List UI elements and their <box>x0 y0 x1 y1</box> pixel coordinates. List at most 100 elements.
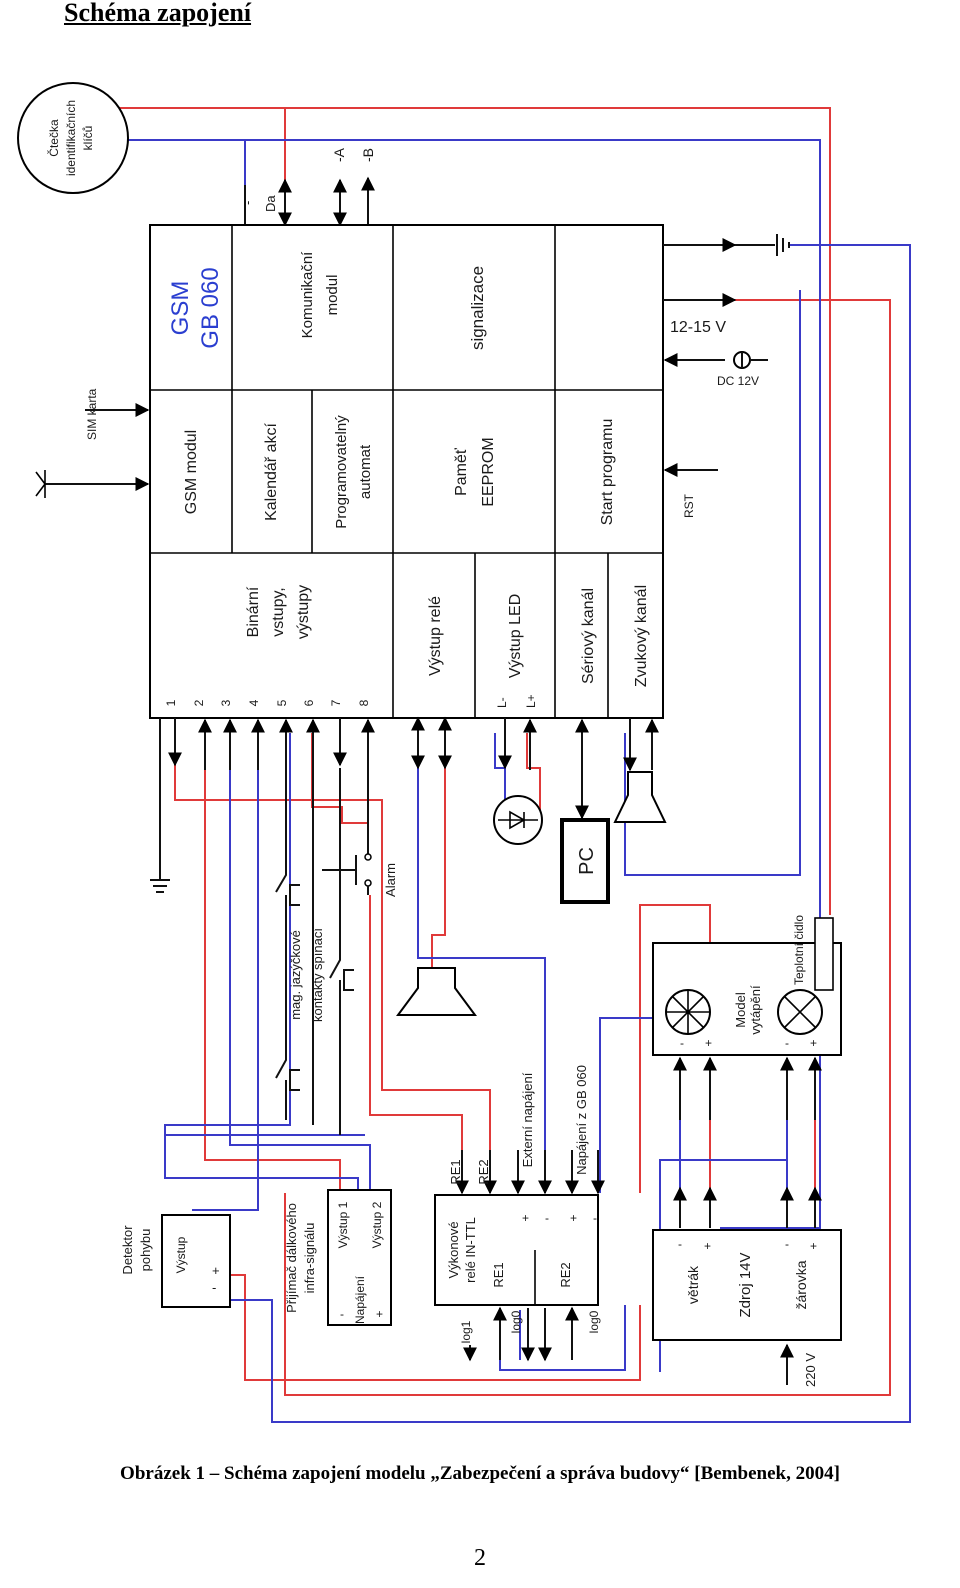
svg-text:RE1: RE1 <box>448 1159 463 1184</box>
svg-text:automat: automat <box>357 444 374 499</box>
page-number: 2 <box>474 1545 486 1571</box>
svg-text:Zdroj 14V: Zdroj 14V <box>737 1252 754 1317</box>
svg-text:Výstup 1: Výstup 1 <box>336 1201 350 1248</box>
right-connectors: 12-15 V DC 12V RST <box>663 234 790 518</box>
led-symbol <box>493 795 543 845</box>
svg-text:Výstup LED: Výstup LED <box>507 594 524 678</box>
svg-text:+: + <box>705 1036 712 1050</box>
svg-text:Binární: Binární <box>245 586 262 637</box>
svg-text:Sériový kanál: Sériový kanál <box>580 588 597 684</box>
svg-text:8: 8 <box>357 699 371 706</box>
svg-text:-: - <box>545 1211 549 1225</box>
svg-text:Komunikační: Komunikační <box>299 251 316 339</box>
svg-text:+: + <box>376 1307 383 1321</box>
svg-text:pohybu: pohybu <box>138 1229 153 1272</box>
svg-text:-: - <box>240 201 255 205</box>
svg-text:Zvukový kanál: Zvukový kanál <box>633 585 650 687</box>
svg-text:5: 5 <box>275 699 289 706</box>
svg-text:Napájení: Napájení <box>353 1275 367 1324</box>
svg-text:vstupy,: vstupy, <box>270 587 287 637</box>
svg-text:infra-signálu: infra-signálu <box>302 1223 317 1294</box>
large-speaker-symbol <box>396 967 477 1016</box>
svg-text:modul: modul <box>324 275 341 316</box>
small-speaker-symbol <box>613 771 667 823</box>
main-unit: GSM GB 060 Komunikační modul signalizace… <box>149 224 664 719</box>
svg-text:GB 060: GB 060 <box>197 267 224 348</box>
svg-text:2: 2 <box>192 699 206 706</box>
svg-text:12-15 V: 12-15 V <box>670 319 726 336</box>
svg-text:6: 6 <box>302 699 316 706</box>
svg-text:vytápění: vytápění <box>748 985 763 1035</box>
svg-text:Start programu: Start programu <box>599 419 616 526</box>
svg-text:+: + <box>810 1036 817 1050</box>
svg-text:3: 3 <box>219 699 233 706</box>
svg-text:Výstup relé: Výstup relé <box>427 596 444 676</box>
pc-box: PC <box>560 818 610 904</box>
svg-text:-: - <box>785 1036 789 1050</box>
svg-text:mag. jazýčkové: mag. jazýčkové <box>288 930 303 1020</box>
svg-text:kontakty spínací: kontakty spínací <box>310 928 325 1022</box>
svg-text:žárovka: žárovka <box>793 1260 809 1309</box>
svg-text:Detektor: Detektor <box>120 1225 135 1275</box>
svg-text:7: 7 <box>329 699 343 706</box>
svg-text:L-: L- <box>495 697 509 708</box>
svg-text:-: - <box>680 1036 684 1050</box>
svg-text:EEPROM: EEPROM <box>480 437 497 506</box>
svg-text:relé IN-TTL: relé IN-TTL <box>463 1217 478 1283</box>
svg-text:-B: -B <box>360 148 376 162</box>
bottom-connectors <box>150 716 659 893</box>
svg-text:+: + <box>704 1239 711 1253</box>
svg-text:větrák: větrák <box>685 1265 701 1304</box>
svg-text:Da: Da <box>263 195 278 212</box>
svg-text:1: 1 <box>164 699 178 706</box>
svg-text:log1: log1 <box>459 1320 473 1343</box>
svg-text:Kalendář akcí: Kalendář akcí <box>263 423 280 521</box>
svg-text:Čtečka: Čtečka <box>46 119 61 157</box>
svg-text:Teplotní čidlo: Teplotní čidlo <box>792 915 806 985</box>
svg-text:Výkonové: Výkonové <box>446 1221 461 1278</box>
svg-text:log0: log0 <box>587 1310 601 1333</box>
svg-text:-A: -A <box>331 147 347 162</box>
svg-text:RE2: RE2 <box>476 1159 491 1184</box>
svg-text:DC 12V: DC 12V <box>717 374 759 388</box>
svg-text:+: + <box>212 1263 220 1278</box>
svg-text:-: - <box>593 1211 597 1225</box>
svg-text:Přijímač dálkového: Přijímač dálkového <box>284 1203 299 1313</box>
svg-text:Výstup 2: Výstup 2 <box>370 1201 384 1248</box>
svg-text:GSM modul: GSM modul <box>183 430 200 514</box>
svg-text:RST: RST <box>682 493 696 518</box>
svg-text:identifikačních: identifikačních <box>64 100 78 176</box>
svg-text:-: - <box>340 1307 344 1321</box>
key-reader: Čtečka identifikačních klíčů <box>17 82 129 194</box>
svg-text:Model: Model <box>733 992 748 1028</box>
alarm-button-symbol: Alarm <box>322 768 398 897</box>
svg-text:-: - <box>678 1237 682 1251</box>
svg-text:Alarm: Alarm <box>383 863 398 897</box>
svg-text:Napájení z GB 060: Napájení z GB 060 <box>574 1065 589 1175</box>
svg-text:+: + <box>522 1211 529 1225</box>
svg-text:-: - <box>212 1280 216 1295</box>
svg-text:+: + <box>570 1211 577 1225</box>
svg-text:-: - <box>785 1237 789 1251</box>
svg-text:výstupy: výstupy <box>295 585 312 639</box>
svg-text:log0: log0 <box>509 1310 523 1333</box>
svg-text:signalizace: signalizace <box>468 266 487 350</box>
reed-contacts-symbol: mag. jazýčkové kontakty spínací <box>275 770 354 1135</box>
svg-text:PC: PC <box>576 847 598 875</box>
svg-text:RE2: RE2 <box>558 1262 573 1287</box>
svg-text:SIM karta: SIM karta <box>85 388 99 440</box>
heating-model: Model vytápění Teplotní čidlo - + - + <box>652 915 842 1120</box>
svg-text:Paměť: Paměť <box>453 447 470 496</box>
svg-text:GSM: GSM <box>167 281 194 336</box>
figure-caption: Obrázek 1 – Schéma zapojení modelu „Zabe… <box>120 1463 840 1484</box>
svg-text:Výstup: Výstup <box>174 1236 188 1273</box>
svg-text:Externí napájení: Externí napájení <box>520 1072 535 1167</box>
svg-text:4: 4 <box>247 699 261 706</box>
power-supply: - + - + větrák Zdroj 14V žárovka 220 V <box>652 1186 842 1387</box>
svg-text:RE1: RE1 <box>491 1262 506 1287</box>
motion-detector: Detektor pohybu Výstup - + <box>120 1214 231 1308</box>
svg-text:220 V: 220 V <box>803 1353 818 1387</box>
top-connectors: - Da -A -B SIM karta <box>35 147 376 498</box>
relay-module: RE1 RE2 Externí napájení Napájení z GB 0… <box>434 1065 605 1362</box>
